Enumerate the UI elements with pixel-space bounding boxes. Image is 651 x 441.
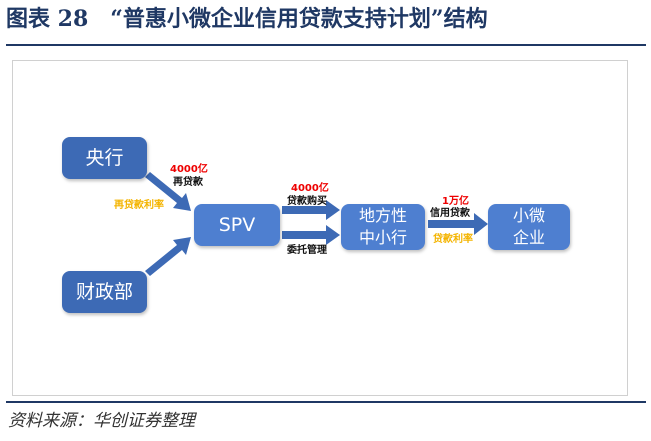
arrow-spv-to-bank-lower xyxy=(282,225,340,245)
title-rule xyxy=(6,44,646,46)
arrow-spv-to-bank-upper xyxy=(282,200,340,220)
node-central-bank-label: 央行 xyxy=(85,147,124,169)
node-smb: 小微 企业 xyxy=(488,204,570,250)
edge-spv-mgmt: 委托管理 xyxy=(287,245,327,256)
edge-bank-amount: 1万亿 xyxy=(442,196,469,207)
edge-bank-type: 信用贷款 xyxy=(430,208,470,219)
node-local-bank-line2: 中小行 xyxy=(358,228,407,247)
node-finance-ministry-label: 财政部 xyxy=(75,281,133,303)
source-note: 资料来源：华创证券整理 xyxy=(8,411,195,431)
edge-central-amount: 4000亿 xyxy=(170,164,208,175)
source-rule xyxy=(6,401,646,403)
edge-spv-amount: 4000亿 xyxy=(291,183,329,194)
node-central-bank: 央行 xyxy=(62,137,147,179)
node-local-bank: 地方性 中小行 xyxy=(341,204,425,250)
node-smb-line2: 企业 xyxy=(512,228,545,247)
node-local-bank-line1: 地方性 xyxy=(358,206,407,225)
edge-central-type: 再贷款 xyxy=(173,177,203,188)
arrow-central-to-spv xyxy=(145,172,191,211)
edge-bank-rate: 贷款利率 xyxy=(433,234,473,245)
arrow-bank-to-smb xyxy=(428,213,488,235)
node-smb-line1: 小微 xyxy=(512,206,545,225)
node-finance-ministry: 财政部 xyxy=(62,271,147,313)
edge-spv-type: 贷款购买 xyxy=(287,196,327,207)
figure-title: 图表 28 “普惠小微企业信用贷款支持计划”结构 xyxy=(6,6,488,32)
node-spv-label: SPV xyxy=(218,214,256,236)
arrow-ministry-to-spv xyxy=(145,237,191,276)
node-spv: SPV xyxy=(194,204,280,246)
edge-central-rate: 再贷款利率 xyxy=(114,200,164,211)
